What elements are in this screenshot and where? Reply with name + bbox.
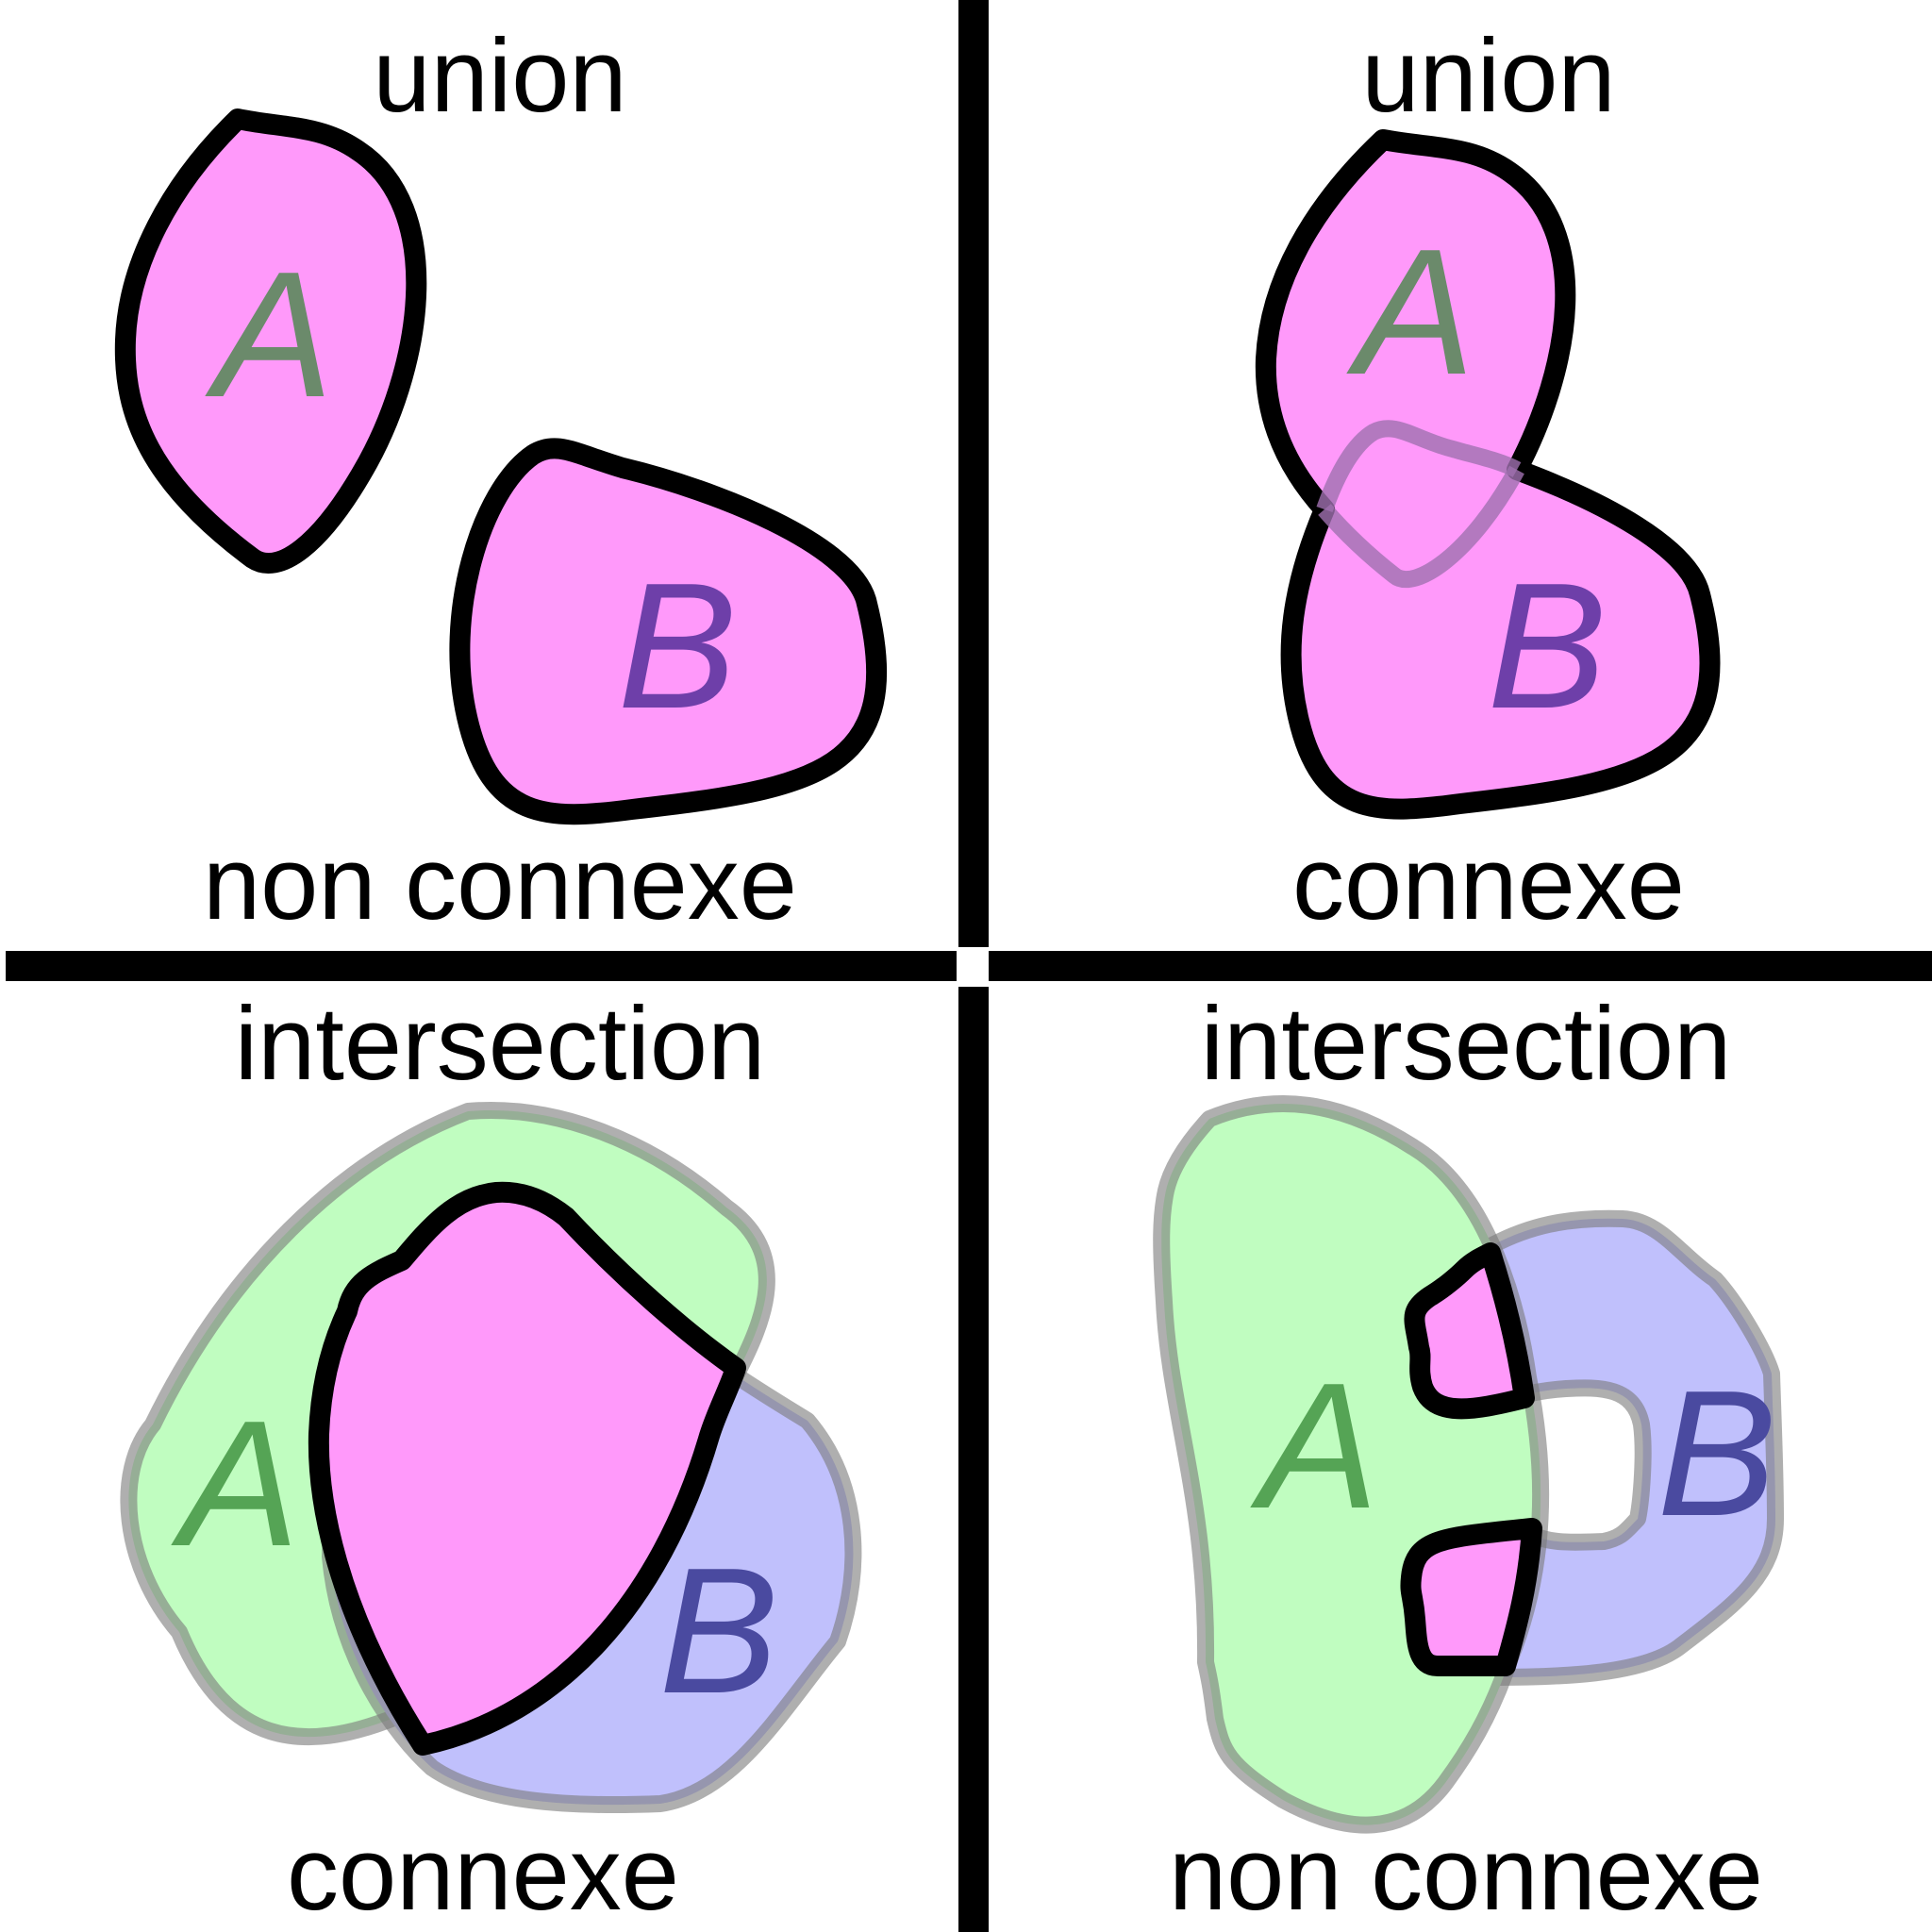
intersection-shape — [318, 1191, 736, 1745]
set-b-label: B — [659, 1531, 779, 1731]
panel-top-left: union A B non connexe — [114, 18, 888, 941]
set-a-label: A — [1346, 212, 1475, 412]
panel-bottom-right: intersection A B non connexe — [1153, 986, 1784, 1932]
set-a-label: A — [171, 1384, 300, 1584]
set-b-label: B — [1657, 1354, 1777, 1554]
panel-title: union — [1361, 18, 1615, 134]
panel-caption: connexe — [287, 1816, 679, 1932]
intersection-piece-lower — [1410, 1528, 1532, 1666]
panel-title: intersection — [235, 986, 766, 1102]
panel-title: intersection — [1201, 986, 1732, 1102]
panel-top-right: union A B connexe — [1255, 18, 1721, 941]
panel-caption: non connexe — [1169, 1816, 1763, 1932]
set-a-label: A — [1250, 1346, 1379, 1546]
set-b-label: B — [1488, 546, 1607, 746]
union-shape — [1265, 140, 1710, 809]
panel-caption: non connexe — [203, 825, 797, 941]
panel-title: union — [373, 18, 626, 134]
set-b-shape — [459, 448, 877, 815]
panel-bottom-left: intersection A B connexe — [120, 986, 862, 1932]
set-b-label: B — [618, 546, 738, 746]
set-b-shape — [1491, 1218, 1775, 1677]
set-a-shape — [125, 119, 417, 563]
panel-caption: connexe — [1292, 825, 1685, 941]
set-a-label: A — [205, 235, 334, 435]
